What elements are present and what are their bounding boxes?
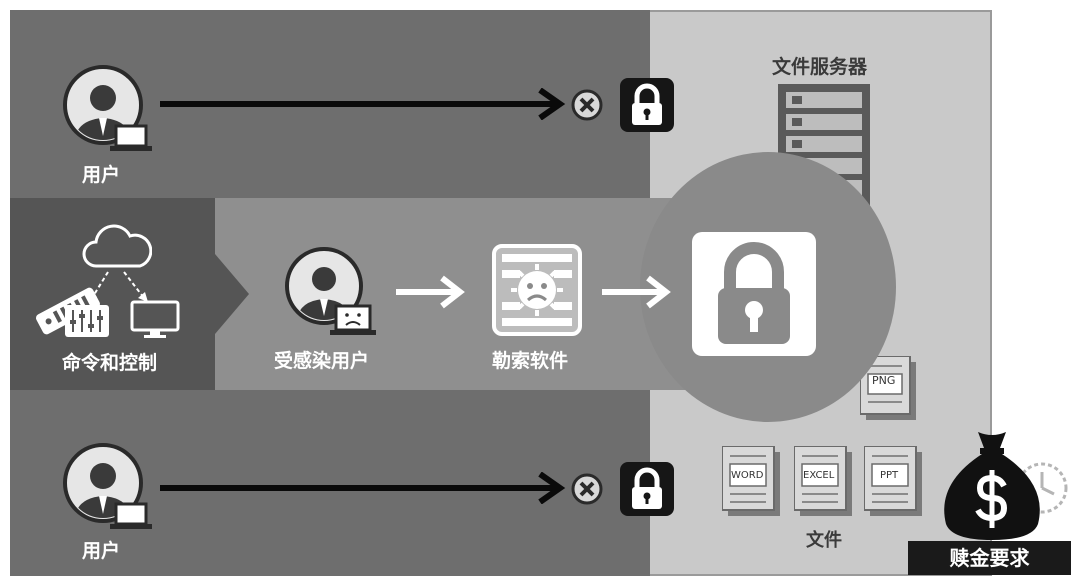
server-title: 文件服务器 <box>772 56 868 78</box>
files-label: 文件 <box>806 530 842 551</box>
file-excel-label: EXCEL <box>803 470 835 481</box>
command-control-pointer <box>215 254 249 334</box>
cloud-icon <box>82 224 152 268</box>
command-control-box <box>10 198 215 390</box>
blocked-icon <box>571 89 603 121</box>
file-excel-icon <box>794 446 852 516</box>
money-bag-icon <box>944 432 1068 540</box>
ransomware-label: 勒索软件 <box>492 350 569 372</box>
lock-icon <box>620 462 674 516</box>
file-ppt-icon <box>864 446 922 516</box>
control-panel-icon <box>65 305 109 337</box>
blocked-icon <box>571 473 603 505</box>
bottom-user-label: 用户 <box>82 540 121 562</box>
file-png-label: PNG <box>872 374 896 387</box>
arrow-right-icon <box>602 275 671 309</box>
ransomware-chip-icon <box>492 244 582 336</box>
monitor-icon <box>130 300 180 338</box>
big-lock-icon <box>718 242 790 344</box>
top-access-arrow <box>160 88 566 120</box>
ransom-demand-label: 赎金要求 <box>908 541 1071 575</box>
file-ppt-label: PPT <box>880 470 899 481</box>
lock-icon <box>620 78 674 132</box>
top-user-label: 用户 <box>82 164 121 186</box>
infected-user-label: 受感染用户 <box>274 350 370 372</box>
user-avatar-icon <box>63 65 152 151</box>
user-avatar-icon <box>63 443 152 529</box>
bottom-access-arrow <box>160 472 566 504</box>
file-word-label: WORD <box>731 470 764 481</box>
infected-user-icon <box>285 247 376 335</box>
command-control-label: 命令和控制 <box>62 352 158 374</box>
file-word-icon <box>722 446 780 516</box>
arrow-right-icon <box>396 275 465 309</box>
